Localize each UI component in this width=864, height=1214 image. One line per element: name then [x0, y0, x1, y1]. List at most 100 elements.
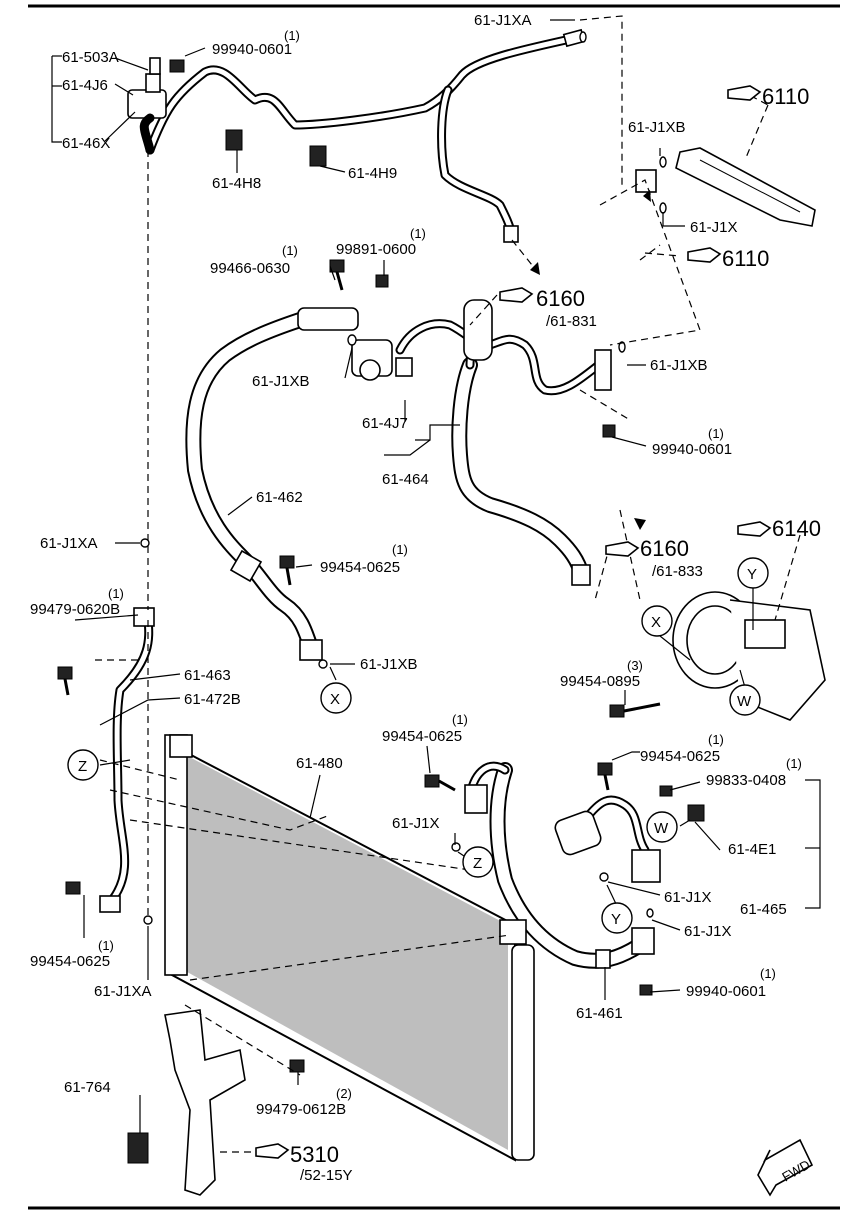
callout-6110-b: 6110 — [722, 246, 769, 271]
marker-W-a-label: W — [737, 693, 752, 710]
hand-icon — [255, 1143, 290, 1159]
callout-99479-a: 99479-0620B — [30, 601, 120, 618]
pipe-branch-down — [437, 85, 517, 240]
callout-6160-a: 6160 — [536, 286, 585, 311]
marker-Y-b-label: Y — [611, 911, 621, 928]
callout-99466: 99466-0630 — [210, 260, 290, 277]
callout-99454-0895: 99454-0895 — [560, 673, 640, 690]
callout-99940-low: 99940-0601 — [686, 983, 766, 1000]
qty-99940-low: (1) — [760, 966, 776, 981]
hose-464-flange — [594, 349, 612, 391]
marker-W-b — [646, 811, 678, 843]
hose-464-end — [571, 564, 591, 586]
hose-61-462 — [185, 312, 318, 653]
marker-W-a — [729, 684, 761, 716]
marker-X-b-label: X — [330, 691, 340, 708]
hose-461-end — [631, 927, 655, 955]
pipe-463-bottom-fitting — [99, 895, 121, 913]
valve-61-4J7 — [351, 339, 413, 381]
hand-icon — [737, 521, 772, 537]
marker-X-b — [320, 682, 352, 714]
callout-61-764: 61-764 — [64, 1079, 111, 1096]
qty-99454-0895: (3) — [627, 658, 643, 673]
callout-61-4E1: 61-4E1 — [728, 841, 776, 858]
callout-5310: 5310 — [290, 1142, 339, 1167]
arrow-head — [634, 518, 646, 530]
clip-61-4H8 — [225, 129, 243, 151]
marker-Z-b — [462, 846, 494, 878]
callout-61-4J7: 61-4J7 — [362, 415, 408, 432]
callout-61-465: 61-465 — [740, 901, 787, 918]
qty-99940-mid: (1) — [708, 426, 724, 441]
callout-99833: 99833-0408 — [706, 772, 786, 789]
hose-462-crimp — [229, 549, 263, 583]
callout-61-464: 61-464 — [382, 471, 429, 488]
pipe-463-top-fitting — [133, 607, 155, 627]
callout-5310-sub: /52-15Y — [300, 1167, 353, 1184]
callout-61-J1XB-b: 61-J1XB — [650, 357, 708, 374]
clip-61-4H9 — [309, 145, 327, 167]
hand-icon — [499, 287, 534, 303]
callout-61-J1XA-low: 61-J1XA — [94, 983, 152, 1000]
marker-Y-a — [737, 557, 769, 589]
qty-99940-top: (1) — [284, 28, 300, 43]
hose-461-top-fitting — [464, 784, 488, 814]
marker-Y-a-label: Y — [747, 566, 757, 583]
callout-99940-top: 99940-0601 — [212, 41, 292, 58]
callout-61-J1XA-left: 61-J1XA — [40, 535, 98, 552]
marker-Z-b-label: Z — [473, 855, 482, 872]
qty-99454-b: (1) — [452, 712, 468, 727]
callout-61-J1X-a: 61-J1X — [690, 219, 738, 236]
qty-99833: (1) — [786, 756, 802, 771]
hand-icon — [687, 247, 722, 263]
arrow-head — [643, 190, 651, 202]
qty-99479-a: (1) — [108, 586, 124, 601]
callout-6160-a-sub: /61-831 — [546, 313, 597, 330]
marker-X-a — [641, 605, 673, 637]
labels: 61-J1XA (1) 99940-0601 61-503A 61-4J6 61… — [30, 12, 821, 1185]
qty-99891: (1) — [410, 226, 426, 241]
qty-99466: (1) — [282, 243, 298, 258]
hose-61-464 — [395, 300, 610, 583]
callout-61-4H8: 61-4H8 — [212, 175, 261, 192]
marker-Y-b — [601, 902, 633, 934]
hose-462-fitting — [297, 307, 359, 331]
callout-99891: 99891-0600 — [336, 241, 416, 258]
callout-6160-b-sub: /61-833 — [652, 563, 703, 580]
condenser-61-480 — [164, 734, 535, 1162]
callout-61-J1XB-d: 61-J1XB — [360, 656, 418, 673]
callout-6140: 6140 — [772, 516, 821, 541]
callout-99454-a: 99454-0625 — [320, 559, 400, 576]
bracket-61-764 — [127, 1009, 246, 1196]
hose-61-465 — [554, 795, 661, 883]
callout-61-480: 61-480 — [296, 755, 343, 772]
pipe-61-J1XA-upper — [145, 33, 580, 155]
hose-461-crimp — [595, 949, 611, 969]
arrow-head — [530, 262, 540, 275]
hose-462-end — [299, 639, 323, 661]
callout-99454-d: 99454-0625 — [30, 953, 110, 970]
bolts — [57, 59, 705, 1073]
markers — [67, 557, 769, 934]
qty-99454-c: (1) — [708, 732, 724, 747]
callout-61-J1X-b: 61-J1X — [392, 815, 440, 832]
callout-99454-b: 99454-0625 — [382, 728, 462, 745]
callout-61-J1XA-top: 61-J1XA — [474, 12, 532, 29]
callout-61-J1XB-a: 61-J1XB — [628, 119, 686, 136]
ref-hand-icons — [255, 85, 772, 1159]
callout-99454-c: 99454-0625 — [640, 748, 720, 765]
pipe-61-463 — [107, 615, 154, 905]
hand-icon — [727, 85, 762, 101]
qty-99454-d: (1) — [98, 938, 114, 953]
callout-99940-mid: 99940-0601 — [652, 441, 732, 458]
dashed-links — [95, 15, 701, 1076]
callout-61-461: 61-461 — [576, 1005, 623, 1022]
callout-61-472B: 61-472B — [184, 691, 241, 708]
callout-61-4J6: 61-4J6 — [62, 77, 108, 94]
callout-99479-b: 99479-0612B — [256, 1101, 346, 1118]
callout-6160-b: 6160 — [640, 536, 689, 561]
o-rings — [140, 31, 667, 925]
switch-61-4J6 — [127, 57, 167, 155]
